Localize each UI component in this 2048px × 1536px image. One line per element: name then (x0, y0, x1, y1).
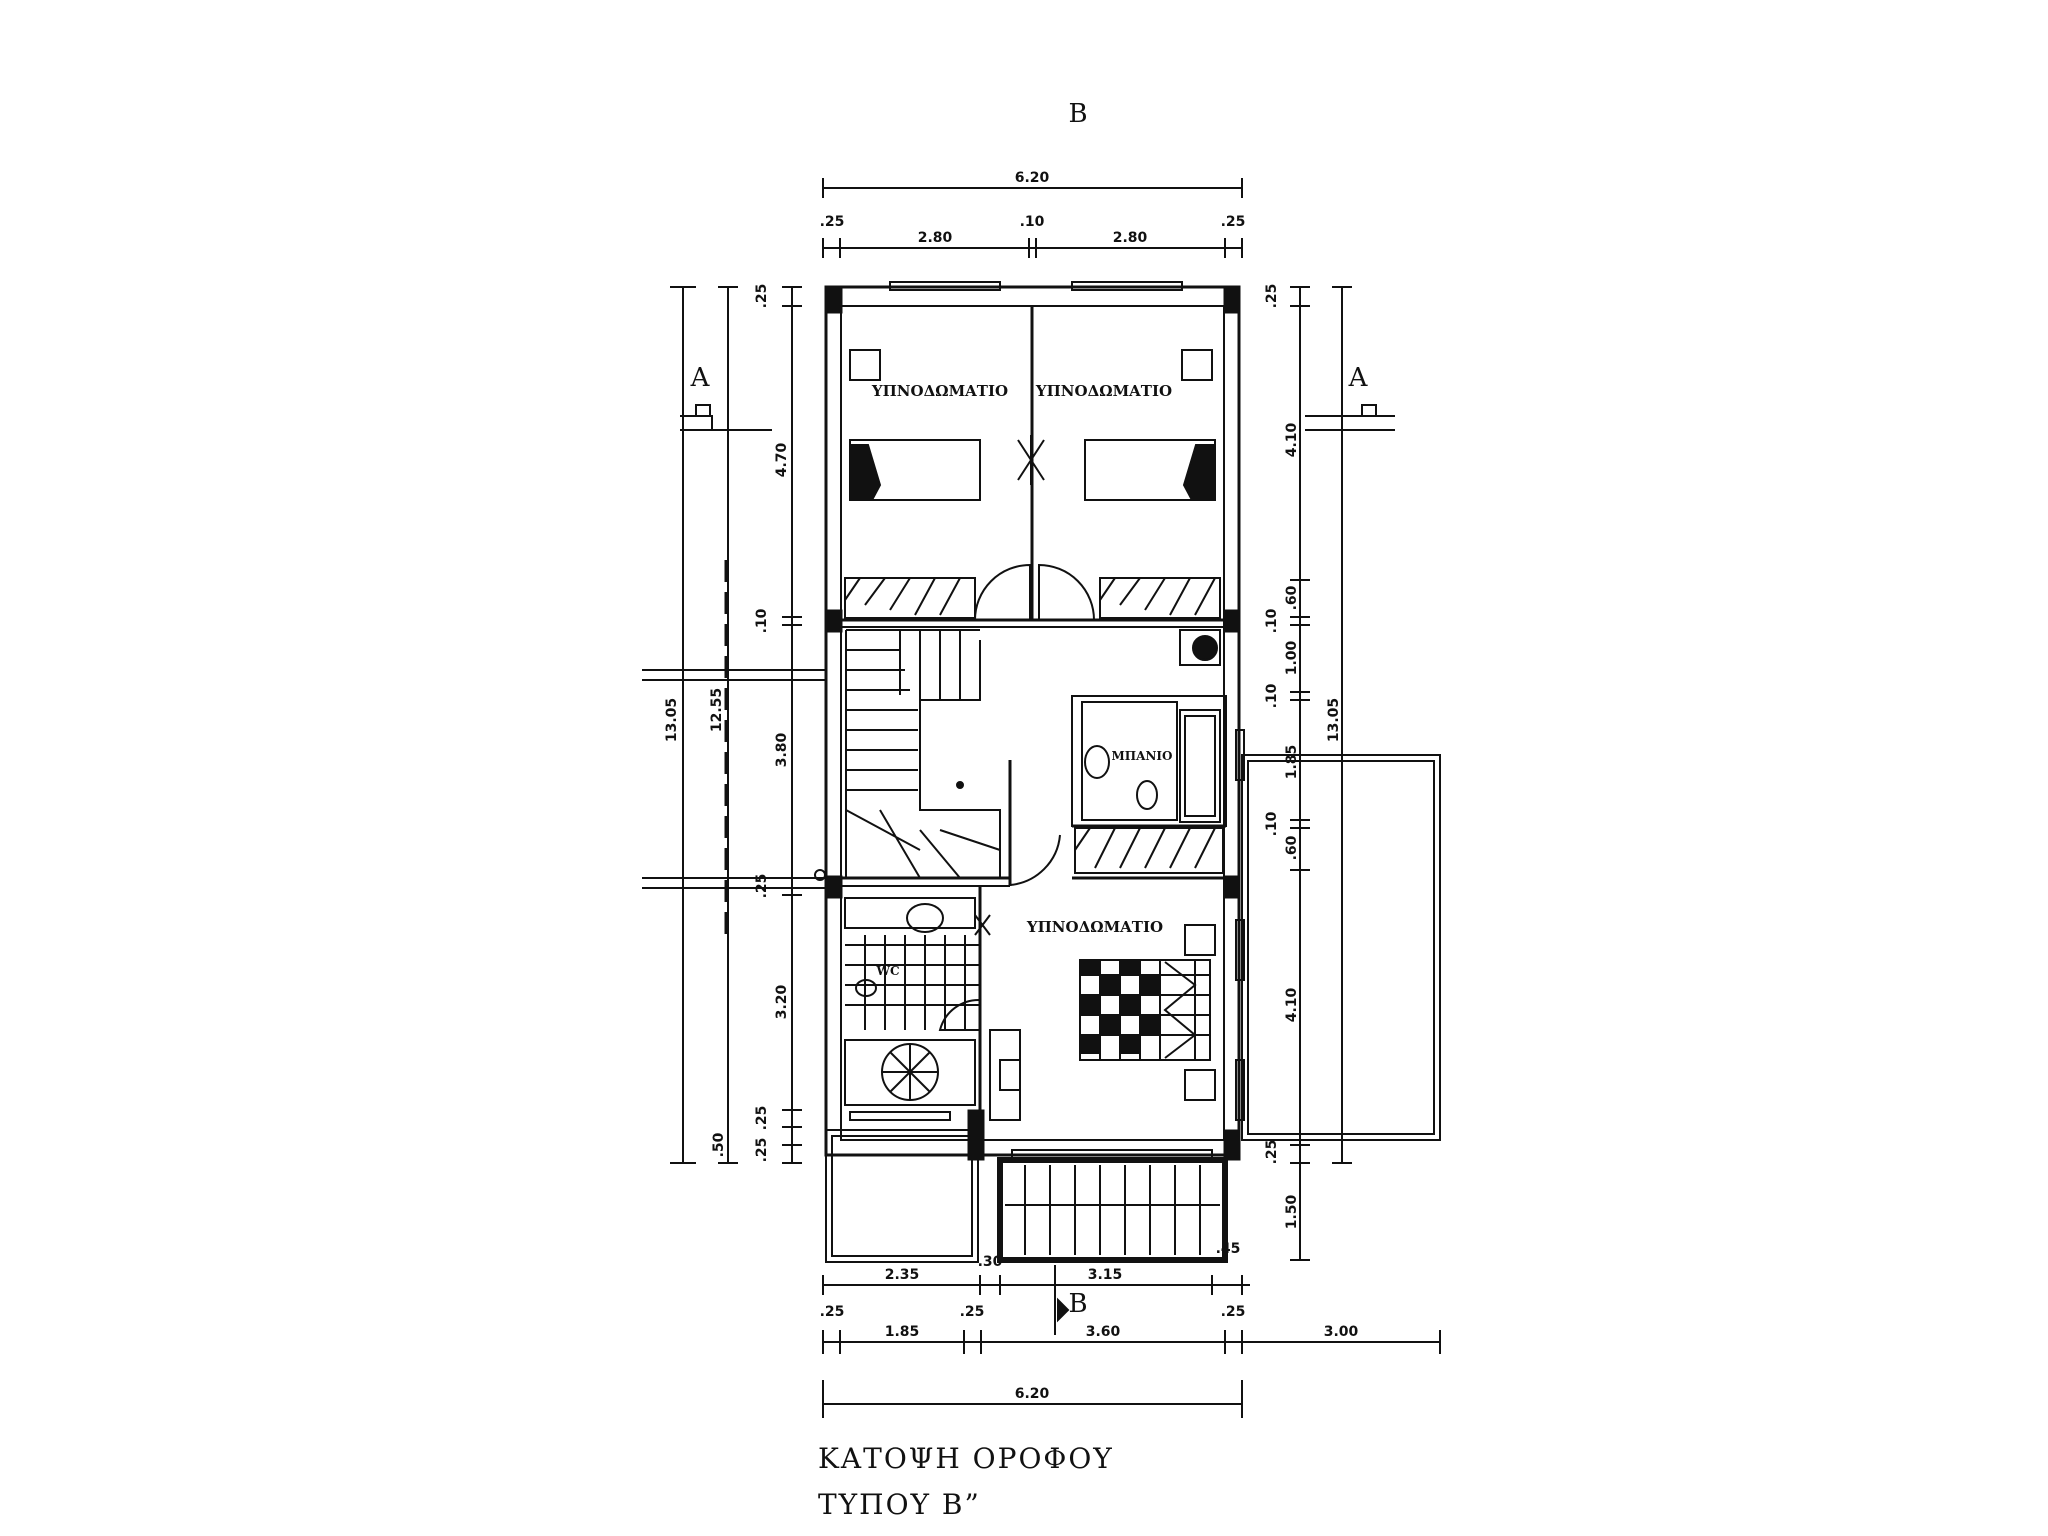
dim-bottom2-wall-b: .25 (960, 1304, 985, 1320)
room-label-bathroom: ΜΠΑΝΙΟ (1112, 749, 1173, 763)
bed (849, 439, 981, 501)
section-mark-bottom: B (1068, 1289, 1087, 1319)
dim-top-room-right: 2.80 (1113, 230, 1148, 246)
dim-left-wall-2: .25 (754, 874, 770, 899)
dim-top-left-wall: .25 (820, 214, 845, 230)
balcony-tiles (1005, 1165, 1220, 1255)
dim-left-outer: 13.05 (664, 698, 680, 742)
section-mark-top: B (1068, 99, 1087, 129)
dim-right-v1: .60 (1284, 585, 1300, 610)
dim-right-bedroom: 4.10 (1284, 422, 1300, 457)
dim-left-stair: 3.80 (774, 732, 790, 767)
balconies (825, 754, 1441, 1263)
dim-bottom2-wall-c: .25 (1221, 1304, 1246, 1320)
room-label-bedroom-1: ΥΠΝΟΔΩΜΑΤΙΟ (871, 382, 1008, 400)
dim-bottom2-seg-b: 3.60 (1086, 1324, 1121, 1340)
drawing-caption-line-1: ΚΑΤΟΨΗ ΟΡΟΦΟΥ (818, 1442, 1114, 1475)
dim-right-top-wall: .25 (1264, 284, 1280, 309)
fixtures (844, 349, 1224, 1121)
room-label-bedroom-3: ΥΠΝΟΔΩΜΑΤΙΟ (1026, 918, 1163, 936)
dim-left-wc: 3.20 (774, 984, 790, 1019)
section-markers (680, 404, 1395, 1335)
dim-left-inner: 12.55 (709, 688, 725, 732)
dimension-lines (670, 178, 1441, 1418)
dim-left-bedroom: 4.70 (774, 442, 790, 477)
dim-right-v6: .10 (1264, 811, 1280, 836)
dim-left-balcony: .50 (711, 1132, 727, 1157)
dim-bottom-total: 6.20 (1015, 1386, 1050, 1402)
dim-top-total: 6.20 (1015, 170, 1050, 186)
dim-bottom1-right: 3.15 (1088, 1267, 1123, 1283)
dim-right-wall: .25 (1264, 1140, 1280, 1165)
section-mark-right: A (1348, 363, 1369, 393)
dim-bottom2-terrace: 3.00 (1324, 1324, 1359, 1340)
dim-bottom1-end: .45 (1216, 1241, 1241, 1257)
nightstand (849, 349, 881, 381)
dim-bottom2-seg-a: 1.85 (885, 1324, 920, 1340)
dim-right-v7: .60 (1284, 835, 1300, 860)
dim-right-bedroom2: 4.10 (1284, 987, 1300, 1022)
dim-left-top-wall: .25 (754, 284, 770, 309)
wc-fixtures (844, 897, 991, 1106)
building-walls (642, 281, 1245, 1161)
dim-right-v5: 1.85 (1284, 745, 1300, 780)
dim-top-room-left: 2.80 (918, 230, 953, 246)
staircase (845, 629, 1001, 879)
dim-left-wall-4: .25 (754, 1138, 770, 1163)
dim-bottom1-mid: .30 (978, 1254, 1003, 1270)
dim-right-v4: .10 (1264, 683, 1280, 708)
dim-right-v3: 1.00 (1284, 640, 1300, 675)
dim-right-balcony: 1.50 (1284, 1194, 1300, 1229)
drawing-caption-line-2: ΤΥΠΟΥ Β” (818, 1488, 981, 1521)
dim-left-wall-1: .10 (754, 608, 770, 633)
room-label-wc: WC (875, 964, 899, 978)
room-label-bedroom-2: ΥΠΝΟΔΩΜΑΤΙΟ (1035, 382, 1172, 400)
dim-right-outer: 13.05 (1326, 698, 1342, 742)
dim-top-mid-wall: .10 (1020, 214, 1045, 230)
section-mark-left: A (690, 363, 711, 393)
dim-right-v2: .10 (1264, 608, 1280, 633)
double-bed (1079, 959, 1211, 1061)
dim-top-right-wall: .25 (1221, 214, 1246, 230)
dim-left-wall-3: .25 (754, 1106, 770, 1131)
dim-bottom1-left: 2.35 (885, 1267, 920, 1283)
dim-bottom2-wall-a: .25 (820, 1304, 845, 1320)
left-dimension-labels: 13.05 12.55 .25 4.70 .10 3.80 .25 3.20 .… (664, 284, 790, 1163)
right-dimension-labels: .25 4.10 .60 .10 1.00 .10 1.85 .10 .60 4… (1264, 284, 1342, 1230)
